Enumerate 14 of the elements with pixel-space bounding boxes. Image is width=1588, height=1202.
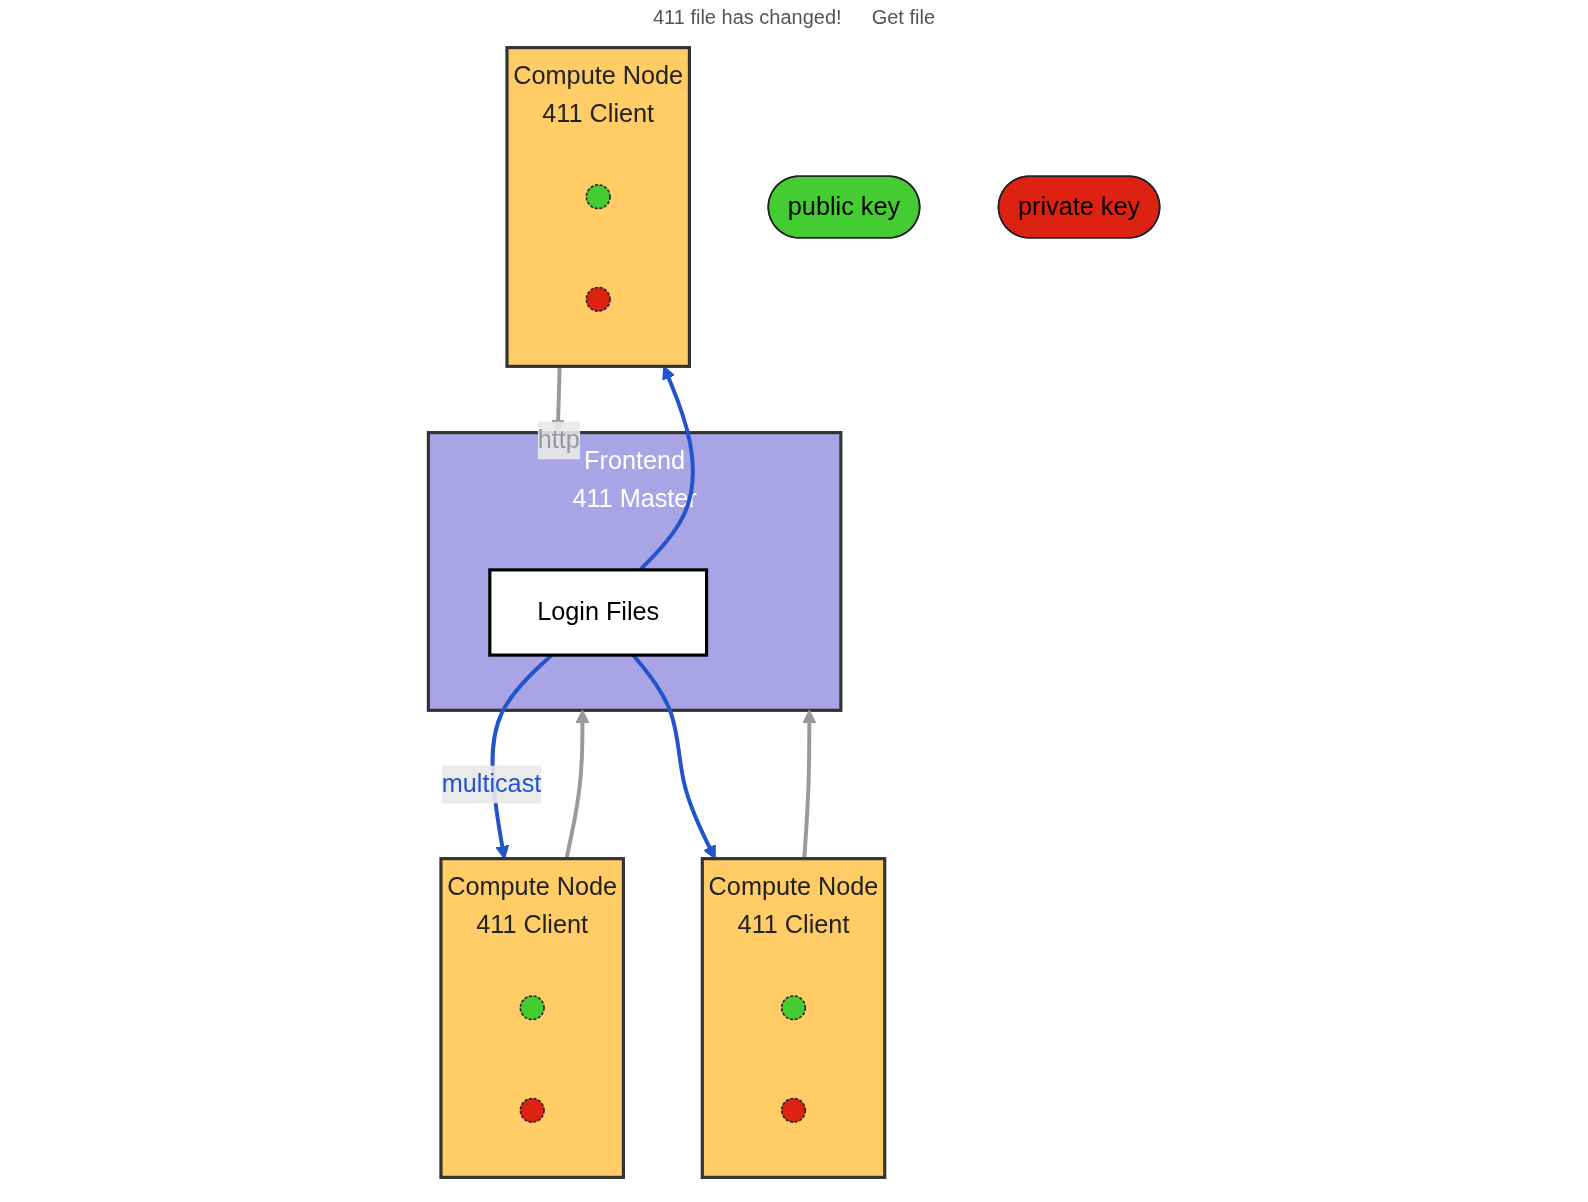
cluster: Compute Node 411 Client xyxy=(700,857,887,1179)
cluster: Compute Node 411 Client xyxy=(439,857,625,1179)
note-label: Get file xyxy=(871,6,935,29)
node-circle xyxy=(519,995,545,1021)
arrow xyxy=(802,709,817,859)
node-circle xyxy=(519,1097,545,1123)
node-circle xyxy=(780,1097,807,1123)
cluster: Compute Node 411 Client xyxy=(505,46,691,368)
edge-label: multicast xyxy=(441,770,542,798)
node-box: Login Files xyxy=(488,568,709,657)
node-circle xyxy=(585,286,611,312)
note-label: 411 file has changed! xyxy=(653,6,842,29)
node-circle xyxy=(585,184,611,210)
node-circle xyxy=(780,995,807,1021)
